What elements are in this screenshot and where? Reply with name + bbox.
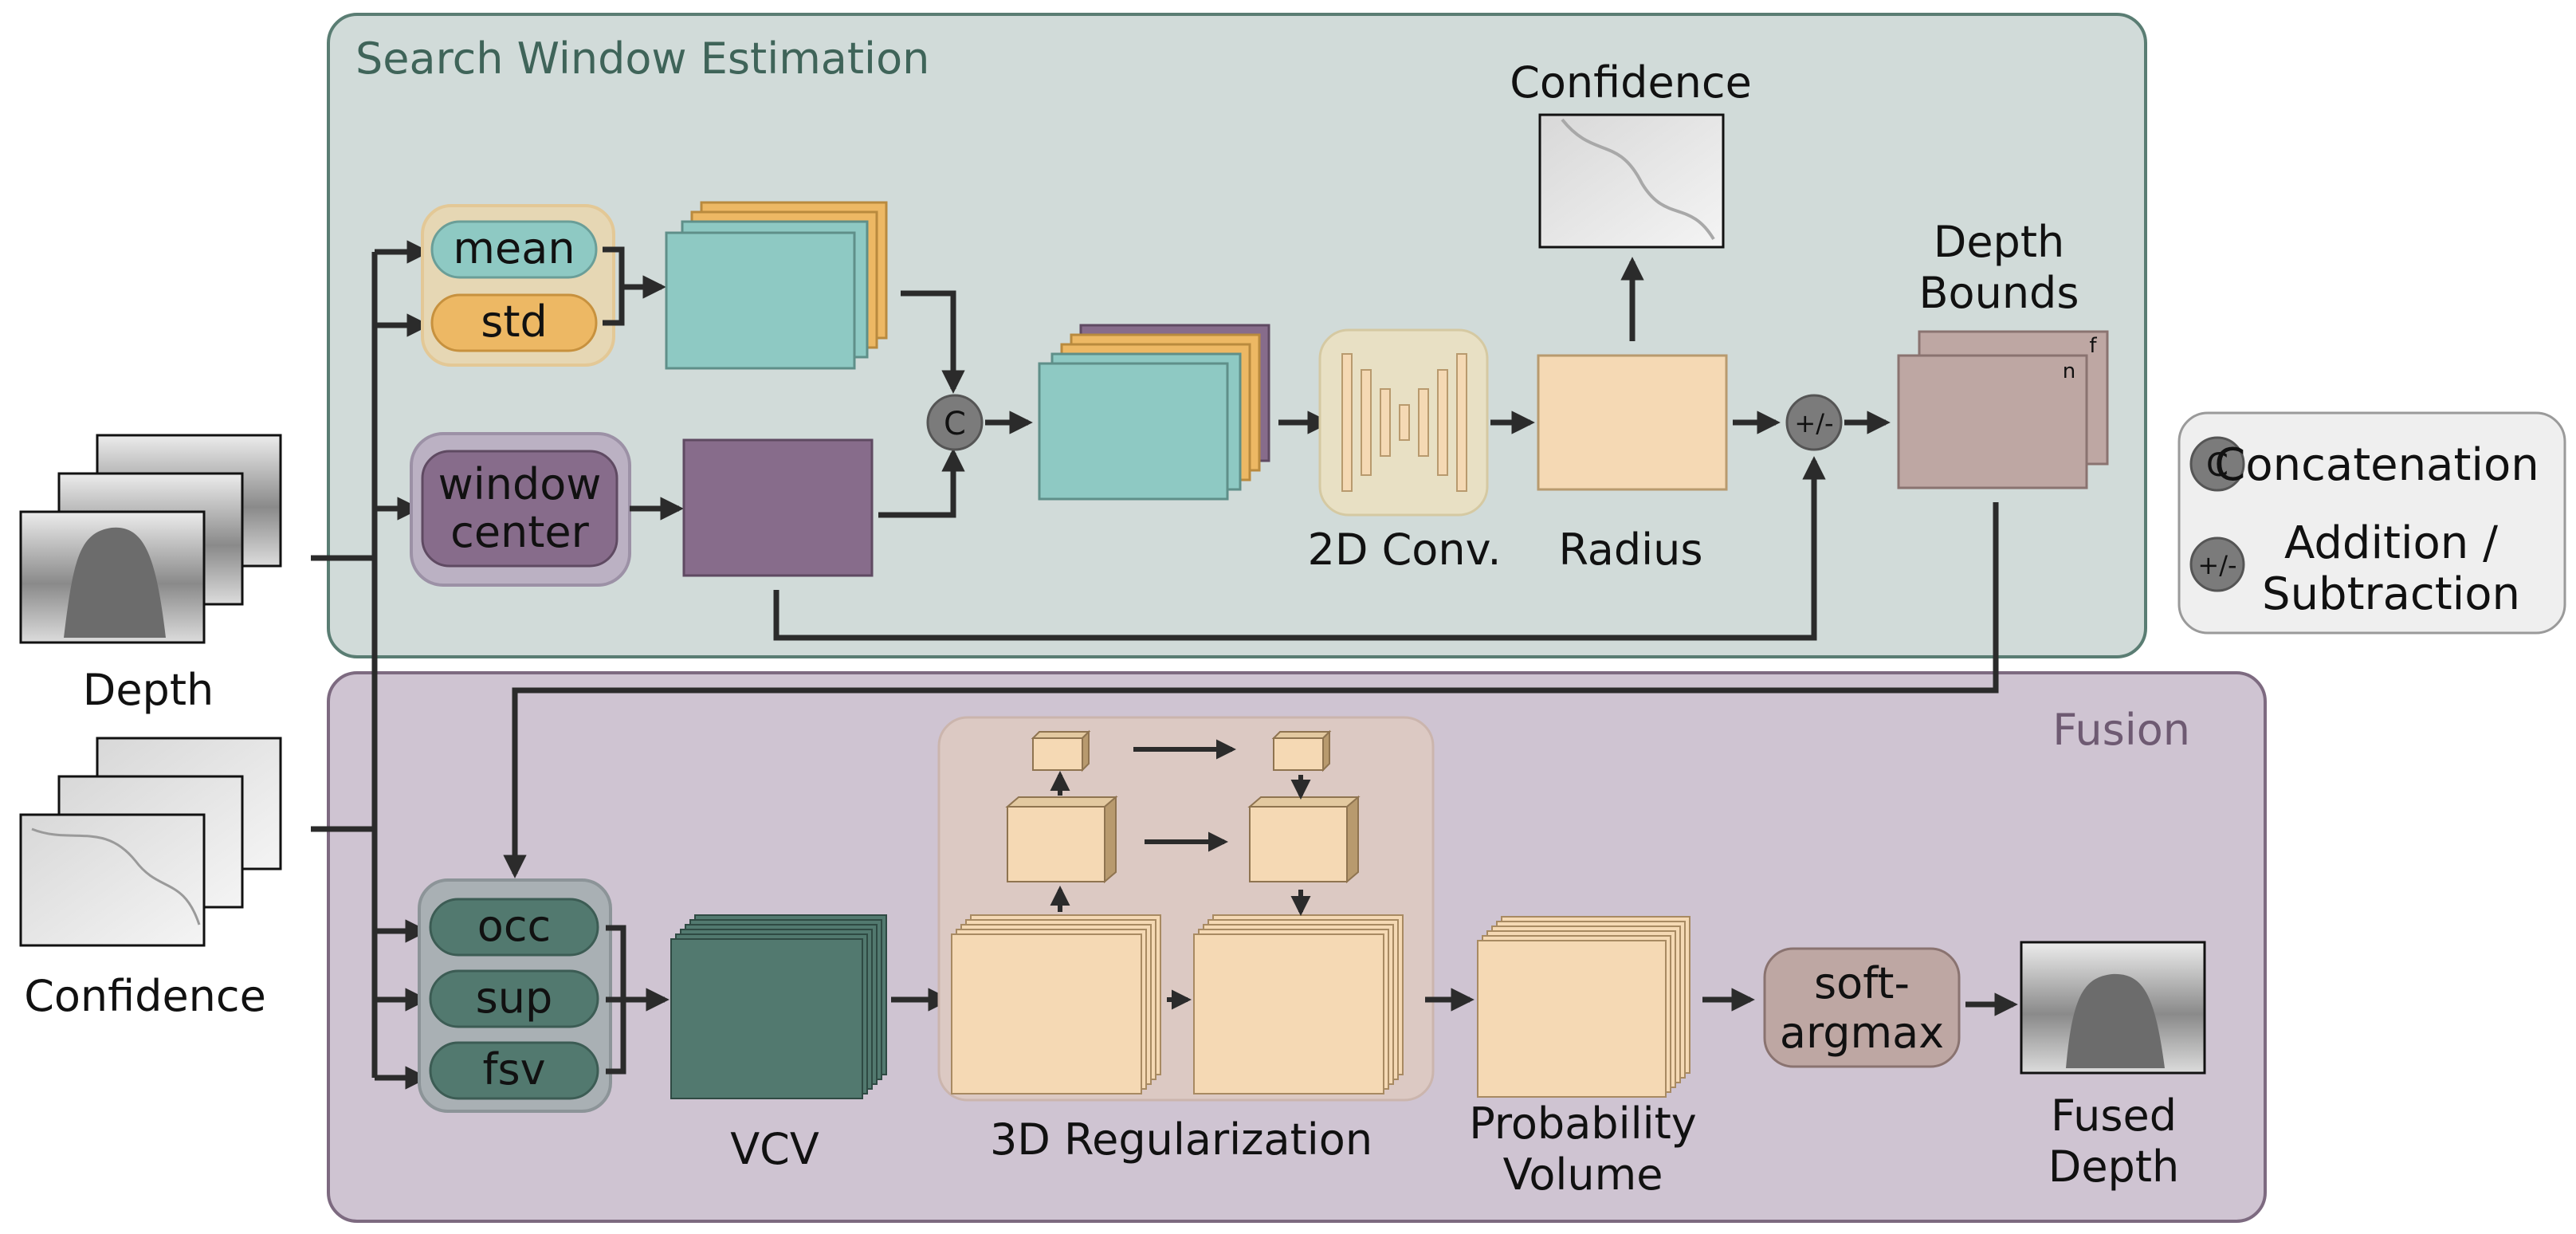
window-center-feature bbox=[682, 438, 874, 577]
input-connectors bbox=[311, 240, 430, 1090]
fsv-node bbox=[429, 1041, 599, 1100]
sup-node bbox=[429, 969, 599, 1028]
probability-volume-label-line1: Probability bbox=[1469, 1098, 1696, 1149]
legend-concat-label: Concatenation bbox=[2214, 439, 2539, 491]
depth-input-label: Depth bbox=[83, 665, 214, 715]
concat-feature-stack bbox=[1038, 324, 1270, 501]
legend-concat-icon bbox=[2189, 436, 2245, 492]
addsub-node bbox=[1785, 394, 1843, 451]
conv2d-layers bbox=[1341, 353, 1467, 492]
confidence-output-image bbox=[1538, 113, 1725, 249]
probability-volume-label-line2: Volume bbox=[1503, 1150, 1663, 1200]
window-center-label-line2: center bbox=[450, 507, 590, 557]
confidence-output-label: Confidence bbox=[1510, 57, 1752, 108]
stats-feature-stack bbox=[665, 201, 888, 370]
softargmax-node bbox=[1763, 947, 1961, 1068]
confidence-input-image bbox=[19, 813, 206, 947]
fusion-title: Fusion bbox=[2052, 705, 2190, 755]
depth-bound-near bbox=[1897, 354, 2088, 489]
sup-label: sup bbox=[476, 973, 553, 1023]
legend-addsub-label-line2: Subtraction bbox=[2262, 568, 2520, 620]
concat-node-symbol: C bbox=[944, 406, 966, 442]
probability-volume bbox=[1477, 916, 1690, 1098]
mean-label: mean bbox=[453, 223, 575, 273]
reg-decoder-volume bbox=[1193, 914, 1404, 1094]
addsub-node-symbol: +/- bbox=[1794, 408, 1833, 438]
softargmax-label-line2: argmax bbox=[1780, 1008, 1944, 1058]
legend-box bbox=[2177, 411, 2566, 635]
search-window-title: Search Window Estimation bbox=[355, 33, 929, 84]
depth-bound-near-label: n bbox=[2063, 360, 2075, 383]
legend-addsub-symbol: +/- bbox=[2197, 550, 2236, 580]
legend-addsub-label-line1: Addition / bbox=[2284, 517, 2498, 569]
concat-node bbox=[926, 394, 984, 451]
confidence-input-label: Confidence bbox=[24, 971, 266, 1021]
vcv-volume bbox=[670, 914, 887, 1099]
conv2d-label: 2D Conv. bbox=[1308, 525, 1502, 575]
fsv-label: fsv bbox=[482, 1044, 545, 1094]
confidence-input-stack bbox=[19, 737, 282, 947]
window-center-label-line1: window bbox=[438, 459, 602, 509]
fused-depth-label-line1: Fused bbox=[2051, 1091, 2177, 1141]
std-node bbox=[430, 293, 598, 352]
mean-node bbox=[430, 220, 598, 279]
window-center-node bbox=[421, 450, 618, 568]
radius-label: Radius bbox=[1558, 525, 1702, 575]
vcv-label: VCV bbox=[730, 1124, 819, 1174]
occ-node bbox=[429, 898, 599, 957]
legend-concat-symbol: C bbox=[2206, 447, 2228, 484]
depth-bound-far-label: f bbox=[2089, 334, 2097, 358]
softargmax-label-line1: soft- bbox=[1814, 958, 1910, 1008]
reg-encoder-small-cube bbox=[1031, 729, 1091, 772]
reg-decoder-mid-cube bbox=[1247, 795, 1361, 884]
depth-input-stack bbox=[19, 434, 282, 644]
reg-encoder-volume bbox=[951, 914, 1161, 1094]
radius-map bbox=[1537, 354, 1728, 491]
depth-bounds-label-line1: Depth bbox=[1934, 217, 2064, 267]
depth-bounds-label-line2: Bounds bbox=[1919, 268, 2079, 318]
reg-encoder-mid-cube bbox=[1005, 795, 1118, 884]
fused-depth-label-line2: Depth bbox=[2048, 1142, 2179, 1192]
legend-addsub-icon bbox=[2189, 536, 2245, 592]
std-label: std bbox=[481, 297, 548, 347]
regularization-label: 3D Regularization bbox=[990, 1114, 1372, 1165]
occ-label: occ bbox=[477, 901, 551, 951]
reg-decoder-small-cube bbox=[1271, 729, 1332, 772]
